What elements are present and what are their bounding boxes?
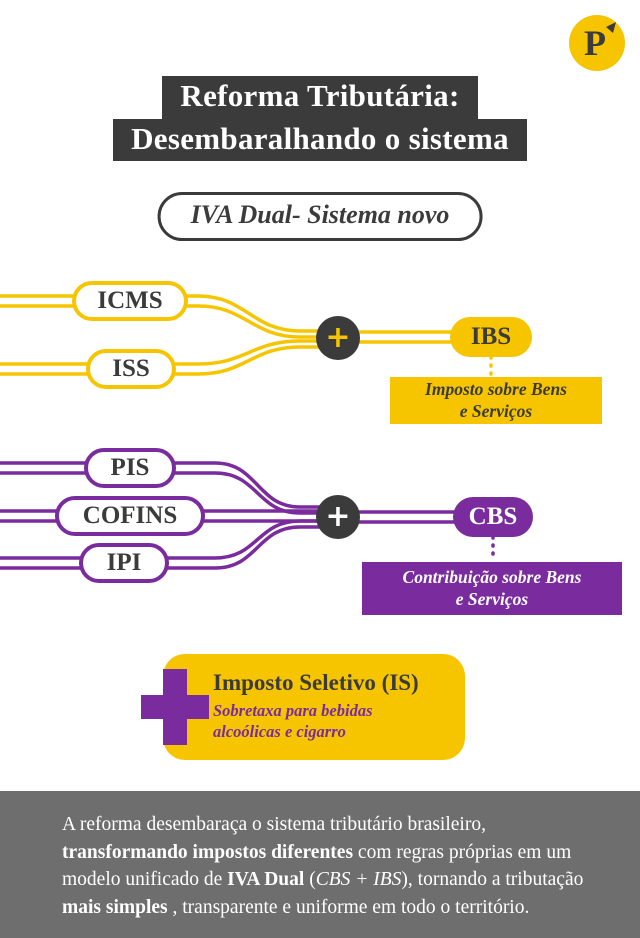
ibs-caption-line-1: Imposto sobre Bens bbox=[425, 378, 567, 399]
card-subtitle: Sobretaxa para bebidas alcoólicas e ciga… bbox=[213, 701, 449, 742]
footer-summary: A reforma desembaraça o sistema tributár… bbox=[0, 791, 640, 938]
pill-iss: ISS bbox=[86, 349, 176, 389]
logo-mark-icon bbox=[606, 22, 616, 33]
pill-ipi: IPI bbox=[79, 543, 169, 583]
pill-ibs: IBS bbox=[450, 317, 532, 357]
iva-dual-badge: IVA Dual- Sistema novo bbox=[157, 192, 483, 241]
plus-icon bbox=[141, 695, 209, 719]
plus-icon: + bbox=[325, 499, 351, 534]
merge-plus-purple: + bbox=[316, 495, 360, 539]
cbs-caption: Contribuição sobre Bens e Serviços bbox=[362, 562, 622, 615]
cbs-caption-line-2: e Serviços bbox=[455, 588, 529, 609]
yellow-track-lines bbox=[0, 294, 458, 376]
brand-logo: P bbox=[569, 15, 625, 71]
pill-cbs: CBS bbox=[453, 497, 533, 537]
cbs-caption-line-1: Contribuição sobre Bens bbox=[402, 566, 582, 587]
footer-text: A reforma desembaraça o sistema tributár… bbox=[62, 814, 584, 918]
plus-icon: + bbox=[325, 320, 351, 355]
card-title: Imposto Seletivo (IS) bbox=[213, 670, 419, 695]
pill-icms: ICMS bbox=[72, 281, 188, 321]
pill-cofins: COFINS bbox=[55, 496, 205, 536]
title-line-1: Reforma Tributária: bbox=[162, 76, 478, 119]
card-subtitle-line-2: alcoólicas e cigarro bbox=[213, 722, 346, 742]
logo-letter: P bbox=[584, 23, 606, 63]
title-line-2: Desembaralhando o sistema bbox=[113, 118, 527, 162]
imposto-seletivo-card: Imposto Seletivo (IS) Sobretaxa para beb… bbox=[163, 654, 465, 760]
ibs-caption: Imposto sobre Bens e Serviços bbox=[390, 377, 602, 424]
card-subtitle-line-1: Sobretaxa para bebidas bbox=[213, 701, 373, 721]
merge-plus-yellow: + bbox=[316, 316, 360, 360]
ibs-caption-line-2: e Serviços bbox=[459, 400, 533, 421]
page-title: Reforma Tributária: Desembaralhando o si… bbox=[0, 76, 640, 162]
pill-pis: PIS bbox=[84, 448, 176, 488]
